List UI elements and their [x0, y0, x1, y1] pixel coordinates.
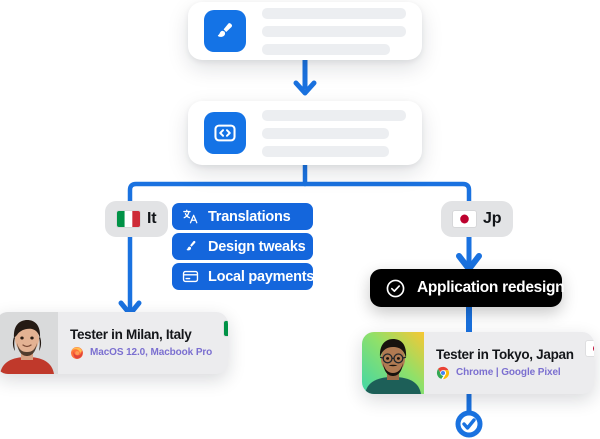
- end-node-check: [462, 418, 476, 430]
- flag-japan-icon: [453, 211, 476, 227]
- arrow-design-to-code: [293, 80, 317, 96]
- tester-tokyo-flag: [585, 332, 594, 394]
- tester-milan-flag: [224, 312, 228, 374]
- tester-milan-meta: MacOS 12.0, Macbook Pro: [70, 346, 212, 360]
- task-pill-design-tweaks[interactable]: Design tweaks: [172, 233, 313, 260]
- chrome-icon: [436, 366, 450, 380]
- locale-chip-japan[interactable]: Jp: [441, 201, 514, 237]
- end-node-ring: [455, 410, 483, 438]
- avatar-milan: [0, 312, 58, 374]
- tester-tokyo-body: Tester in Tokyo, Japan Chrome | Google P…: [424, 332, 586, 394]
- tester-milan-device: MacOS 12.0, Macbook Pro: [90, 347, 213, 358]
- task-pill-translations[interactable]: Translations: [172, 203, 313, 230]
- check-circle-icon: [385, 278, 406, 299]
- skeleton-line: [262, 25, 406, 37]
- firefox-icon: [70, 346, 84, 360]
- task-pill-local-payments-label: Local payments: [208, 268, 315, 285]
- wire-bus-right: [302, 181, 472, 204]
- tester-card-milan[interactable]: Tester in Milan, Italy MacOS 12.0, Macbo…: [0, 312, 228, 374]
- flag-italy-icon: [224, 321, 228, 336]
- tester-tokyo-title: Tester in Tokyo, Japan: [436, 346, 574, 362]
- task-pill-design-tweaks-label: Design tweaks: [208, 238, 306, 255]
- flag-italy-icon: [117, 211, 140, 227]
- task-pill-application-redesign-label: Application redesign: [417, 279, 565, 296]
- task-pill-application-redesign[interactable]: Application redesign: [370, 269, 565, 307]
- tester-tokyo-meta: Chrome | Google Pixel: [436, 366, 574, 380]
- tester-milan-title: Tester in Milan, Italy: [70, 326, 192, 342]
- task-pill-local-payments[interactable]: Local payments: [172, 263, 315, 290]
- flag-japan-icon: [585, 341, 594, 356]
- skeleton-line: [262, 43, 391, 55]
- paintbrush-icon: [182, 238, 199, 255]
- translate-icon: [182, 208, 199, 225]
- tester-milan-body: Tester in Milan, Italy MacOS 12.0, Macbo…: [58, 312, 224, 374]
- code-brackets-icon: [204, 112, 246, 154]
- credit-card-icon: [182, 268, 199, 285]
- task-pill-translations-label: Translations: [208, 208, 291, 225]
- locale-chip-italy[interactable]: It: [105, 201, 169, 237]
- tester-card-tokyo[interactable]: Tester in Tokyo, Japan Chrome | Google P…: [362, 332, 594, 394]
- skeleton-line: [262, 7, 406, 19]
- development-card-skeleton: [262, 109, 406, 157]
- avatar-tokyo: [362, 332, 424, 394]
- paintbrush-icon: [204, 10, 246, 52]
- locale-chip-japan-label: Jp: [483, 210, 502, 227]
- wire-bus-left: [127, 181, 308, 204]
- arrow-japan-down: [456, 253, 482, 272]
- tester-tokyo-device: Chrome | Google Pixel: [456, 367, 561, 378]
- locale-chip-italy-label: It: [147, 210, 157, 227]
- skeleton-line: [262, 109, 406, 121]
- design-task-card[interactable]: [188, 2, 422, 60]
- development-task-card[interactable]: [188, 101, 422, 165]
- skeleton-line: [262, 145, 389, 157]
- skeleton-line: [262, 127, 389, 139]
- design-card-skeleton: [262, 7, 406, 55]
